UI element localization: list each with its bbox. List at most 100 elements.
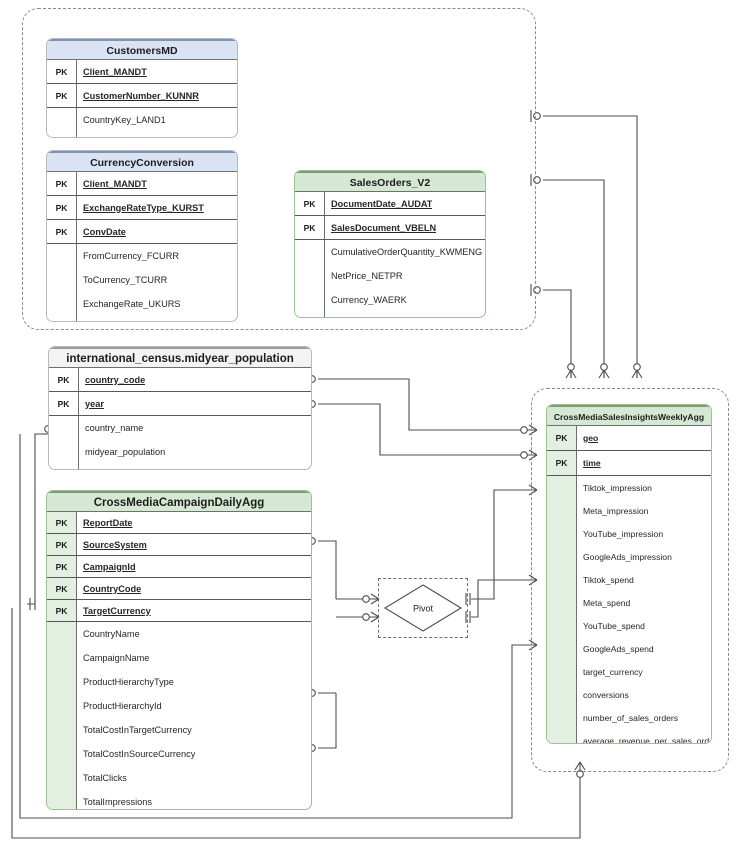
field-name: CumulativeOrderQuantity_KWMENG	[331, 247, 483, 257]
table-row: FromCurrency_FCURR	[47, 244, 237, 268]
table-row: PK CustomerNumber_KUNNR	[47, 84, 237, 108]
key-spacer	[47, 694, 77, 718]
field-name: TotalCostInTargetCurrency	[83, 725, 192, 735]
key-spacer	[547, 476, 577, 499]
key-spacer	[547, 683, 577, 706]
entity-international-census-midyear-population[interactable]: international_census.midyear_population …	[48, 346, 312, 470]
source-systems-group	[22, 8, 536, 330]
key-spacer	[49, 464, 79, 469]
table-row: PK ConvDate	[47, 220, 237, 244]
field-name: ConvDate	[83, 226, 126, 237]
field-name: CountryCode	[83, 583, 142, 594]
field-name: time	[583, 458, 601, 468]
field-name: GoogleAds_spend	[583, 643, 654, 654]
field-name: ExchangeRate_UKURS	[83, 299, 181, 309]
field-name: Tiktok_spend	[583, 574, 634, 585]
key-spacer	[547, 522, 577, 545]
field-name: ProductHierarchyId	[83, 701, 162, 711]
field-name: SalesDocument_VBELN	[331, 222, 437, 233]
entity-customersmd[interactable]: CustomersMD PK Client_MANDT PK CustomerN…	[46, 38, 238, 138]
field-name: TotalCostInSourceCurrency	[83, 749, 196, 759]
key-spacer	[47, 670, 77, 694]
field-name: Currency_WAERK	[331, 295, 407, 305]
key-spacer	[47, 766, 77, 790]
field-name: average_revenue_per_sales_order	[583, 735, 711, 744]
key-spacer	[547, 545, 577, 568]
table-row: CountryName	[47, 622, 311, 646]
wire-year-to-time	[318, 403, 529, 456]
field-name: target_currency	[583, 666, 643, 677]
wire-totalimpressions-path	[318, 693, 337, 749]
table-row: NetPrice_NETPR	[295, 264, 485, 288]
field-name: TargetCurrency	[83, 605, 151, 616]
key-spacer	[295, 264, 325, 288]
wire-salesorders-to-weekly	[543, 289, 572, 378]
entity-currencyconversion[interactable]: CurrencyConversion PK Client_MANDT PK Ex…	[46, 150, 238, 322]
pk-tag: PK	[295, 216, 325, 239]
pk-tag: PK	[47, 534, 77, 555]
entity-salesorders-v2[interactable]: SalesOrders_V2 PK DocumentDate_AUDAT PK …	[294, 170, 486, 318]
field-name: Meta_spend	[583, 597, 631, 608]
table-row: Tiktok_impression	[547, 476, 711, 499]
pk-tag: PK	[47, 220, 77, 243]
table-row: PK SourceSystem	[47, 534, 311, 556]
wire-currency-to-weekly	[543, 179, 605, 378]
table-row: Currency_WAERK	[295, 288, 485, 312]
key-spacer	[49, 416, 79, 440]
table-row: CumulativeOrderQuantity_KWMENG	[295, 240, 485, 264]
key-spacer	[547, 614, 577, 637]
field-name: NetPrice_NETPR	[331, 271, 403, 281]
pivot-label: Pivot	[413, 604, 434, 614]
field-name: ExchangeRateType_KURST	[83, 202, 204, 213]
key-spacer	[547, 637, 577, 660]
pk-tag: PK	[47, 60, 77, 83]
table-row: YouTube_impression	[547, 522, 711, 545]
field-name: FromCurrency_FCURR	[83, 251, 179, 261]
table-row: ExchangeRate_UKURS	[47, 292, 237, 316]
pk-tag: PK	[47, 172, 77, 195]
table-row: conversions	[547, 683, 711, 706]
key-spacer	[295, 312, 325, 317]
table-row: TotalCostInSourceCurrency	[47, 742, 311, 766]
field-name: CountryKey_LAND1	[83, 115, 166, 125]
field-name: ToCurrency_TCURR	[83, 275, 168, 285]
table-row: PK TargetCurrency	[47, 600, 311, 622]
table-row: GoogleAds_spend	[547, 637, 711, 660]
wire-customers-to-weekly	[543, 115, 638, 378]
wire-countrycode-to-geo	[318, 378, 529, 431]
key-spacer	[47, 268, 77, 292]
pk-tag: PK	[47, 600, 77, 621]
pk-tag: PK	[47, 556, 77, 577]
field-name: SourceSystem	[83, 539, 147, 550]
table-row: ...	[47, 316, 237, 321]
wire-pivot-to-impressions	[471, 489, 529, 600]
entity-title: CrossMediaSalesInsightsWeeklyAgg	[547, 405, 711, 426]
table-row: PK Client_MANDT	[47, 60, 237, 84]
table-row: TotalCostInTargetCurrency	[47, 718, 311, 742]
target-model-group	[531, 388, 729, 772]
table-row: TotalImpressions	[47, 790, 311, 809]
key-spacer	[47, 646, 77, 670]
table-row: TotalClicks	[47, 766, 311, 790]
pk-tag: PK	[295, 192, 325, 215]
table-row: YouTube_spend	[547, 614, 711, 637]
table-row: PK year	[49, 392, 311, 416]
entity-title: CurrencyConversion	[47, 151, 237, 172]
table-row: CampaignName	[47, 646, 311, 670]
wire-census-to-targetcurrency	[27, 433, 48, 605]
key-spacer	[47, 742, 77, 766]
field-name: Tiktok_impression	[583, 482, 652, 493]
field-name: GoogleAds_impression	[583, 551, 672, 562]
field-name: conversions	[583, 689, 629, 700]
field-name: year	[85, 398, 104, 409]
key-spacer	[47, 292, 77, 316]
table-row: PK SalesDocument_VBELN	[295, 216, 485, 240]
key-spacer	[547, 706, 577, 729]
field-name: CustomerNumber_KUNNR	[83, 90, 199, 101]
